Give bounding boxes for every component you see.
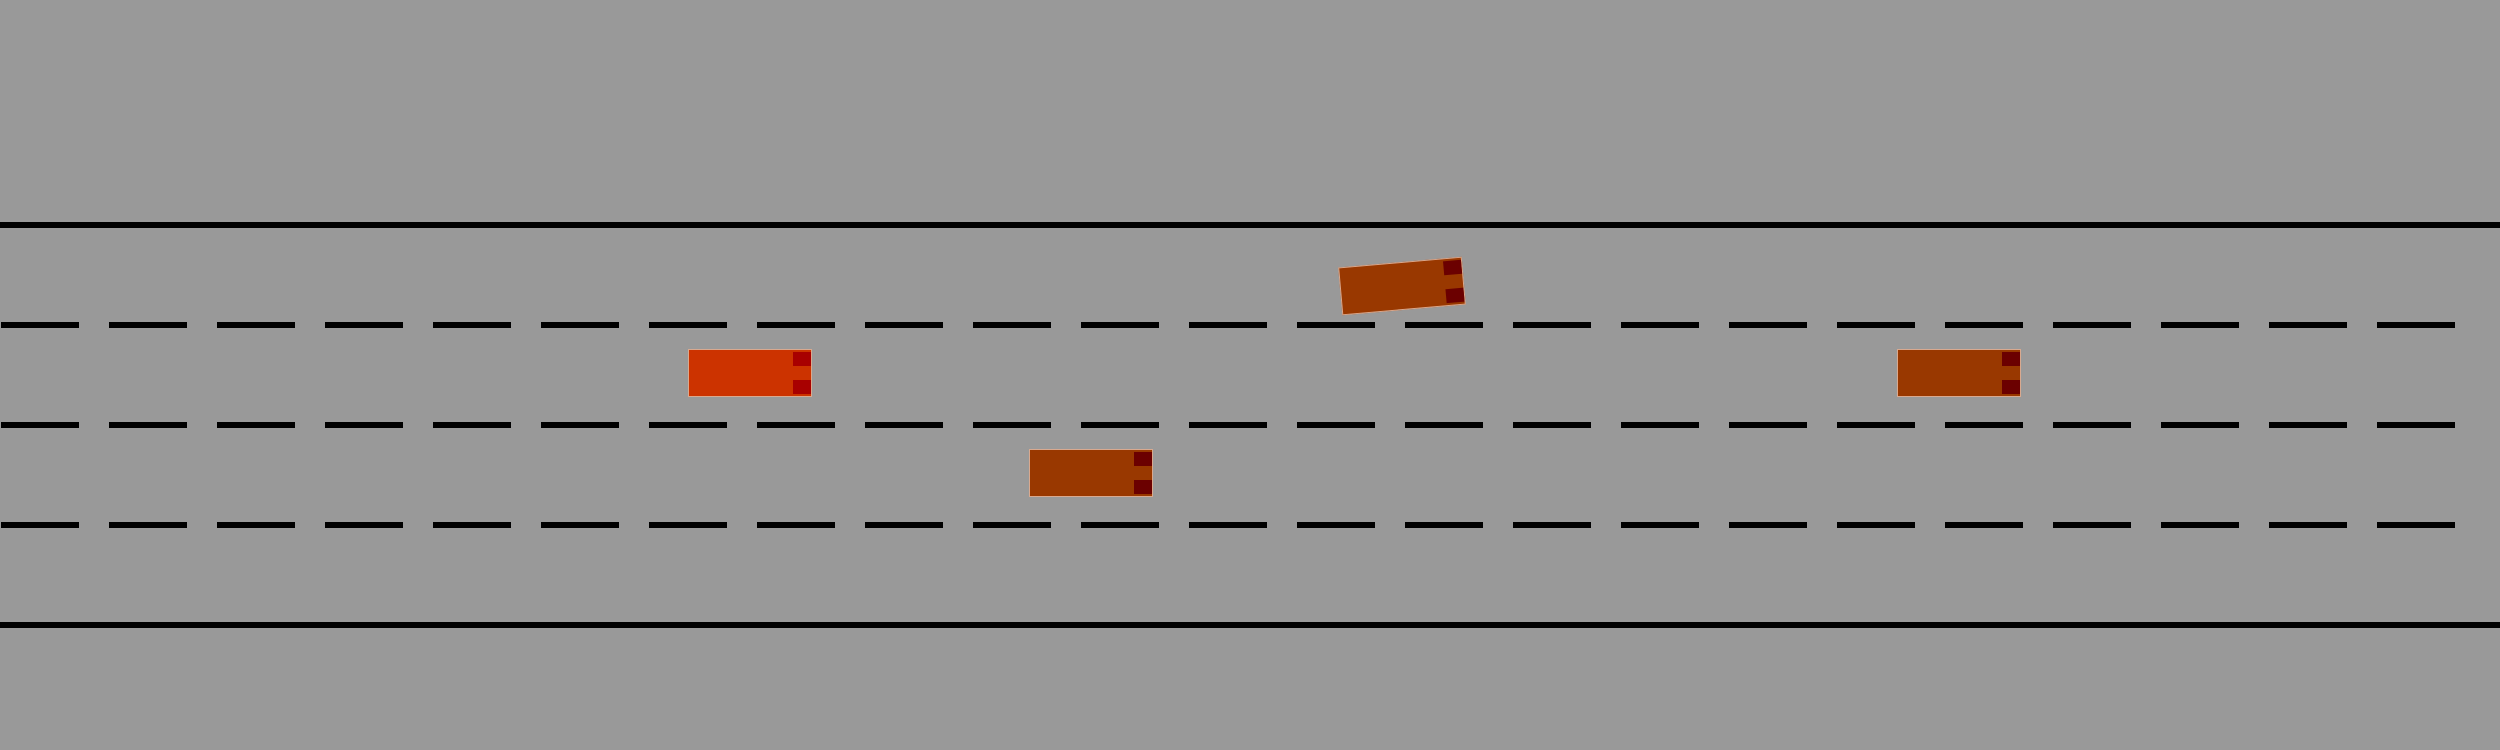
ego-headlight-right <box>793 380 811 394</box>
lane-divider-3 <box>0 522 2500 528</box>
ego-headlight-left <box>793 352 811 366</box>
lane-divider-2 <box>0 422 2500 428</box>
traffic-vehicle-3-headlight-right <box>2002 380 2020 394</box>
traffic-vehicle-1-headlight-left <box>1443 259 1463 276</box>
ego-vehicle <box>688 349 812 397</box>
traffic-vehicle-2-headlight-left <box>1134 452 1152 466</box>
traffic-vehicle-2 <box>1029 449 1153 497</box>
traffic-vehicle-3-headlight-left <box>2002 352 2020 366</box>
road-bottom-edge <box>0 622 2500 628</box>
lane-divider-1 <box>0 322 2500 328</box>
traffic-vehicle-1 <box>1338 256 1466 316</box>
traffic-vehicle-3 <box>1897 349 2021 397</box>
traffic-vehicle-1-headlight-right <box>1445 287 1465 304</box>
traffic-vehicle-2-headlight-right <box>1134 480 1152 494</box>
road-top-edge <box>0 222 2500 228</box>
